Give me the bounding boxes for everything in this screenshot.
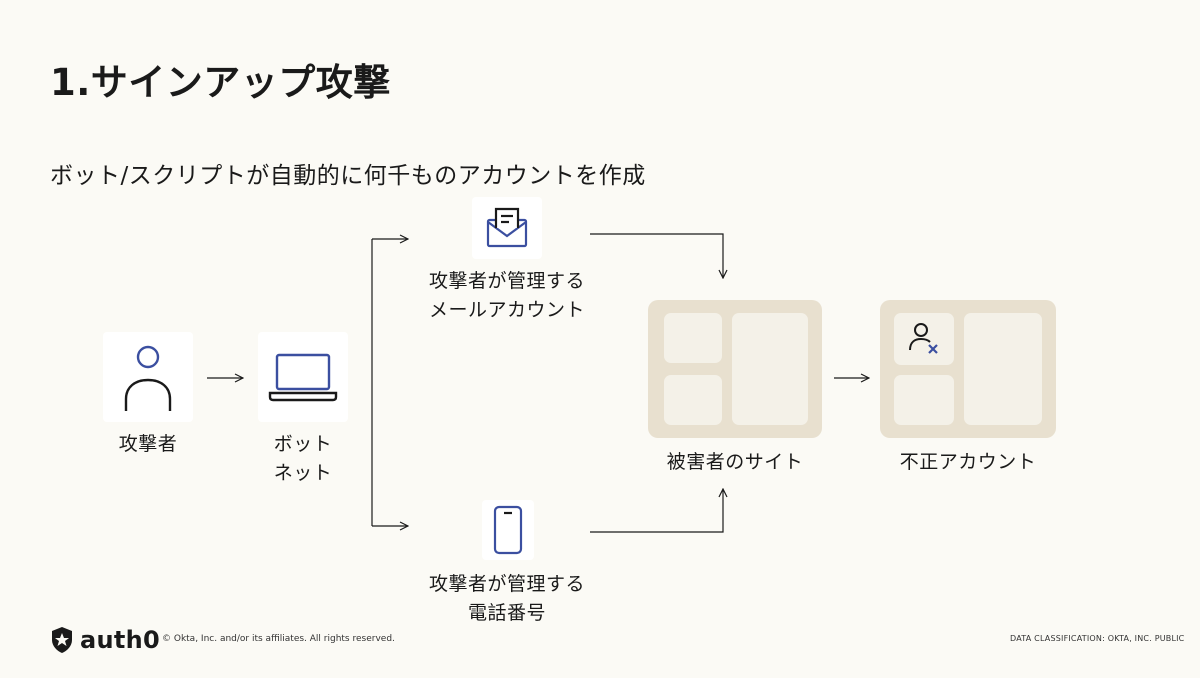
footer-classification: DATA CLASSIFICATION: OKTA, INC. PUBLIC [1010,634,1185,643]
attacker-icon-tile [103,332,193,422]
user-x-icon [909,323,938,354]
botnet-label-line-1: ボット [273,433,333,455]
arrow-email-to-site [590,233,723,278]
footer-logo: auth0 [50,626,160,654]
fraud-cell-right [964,313,1042,425]
phone-label-line-1: 攻撃者が管理する [428,573,585,595]
phone-icon-tile [482,500,534,560]
envelope-icon [486,207,528,248]
fraud-account-label: 不正アカウント [899,451,1037,473]
fraud-account-panel [880,300,1056,438]
site-cell-bottom-left [664,375,722,425]
footer-copyright: © Okta, Inc. and/or its affiliates. All … [162,634,395,644]
footer-logo-text: auth0 [80,626,161,654]
email-label-line-2: メールアカウント [428,299,585,321]
email-icon-tile [472,197,542,259]
site-cell-top-left [664,313,722,363]
phone-label: 攻撃者が管理する 電話番号 [421,570,593,628]
attacker-label: 攻撃者 [118,433,178,455]
email-label-line-1: 攻撃者が管理する [428,270,585,292]
smartphone-icon [493,505,523,555]
slide-subtitle: ボット/スクリプトが自動的に何千ものアカウントを作成 [50,163,646,189]
slide-title: 1.サインアップ攻撃 [50,61,391,104]
botnet-label-line-2: ネット [273,462,333,484]
site-cell-right [732,313,808,425]
person-icon [124,345,172,411]
phone-label-line-2: 電話番号 [467,602,546,624]
email-label: 攻撃者が管理する メールアカウント [421,267,593,325]
laptop-icon [268,353,338,402]
fraud-cell-top-left [894,313,954,365]
fraud-cell-bottom-left [894,375,954,425]
auth0-shield-icon [52,627,72,653]
victim-site-label: 被害者のサイト [666,451,804,473]
botnet-label: ボット ネット [258,430,348,488]
arrow-phone-to-site [590,489,723,533]
victim-site-panel [648,300,822,438]
botnet-icon-tile [258,332,348,422]
